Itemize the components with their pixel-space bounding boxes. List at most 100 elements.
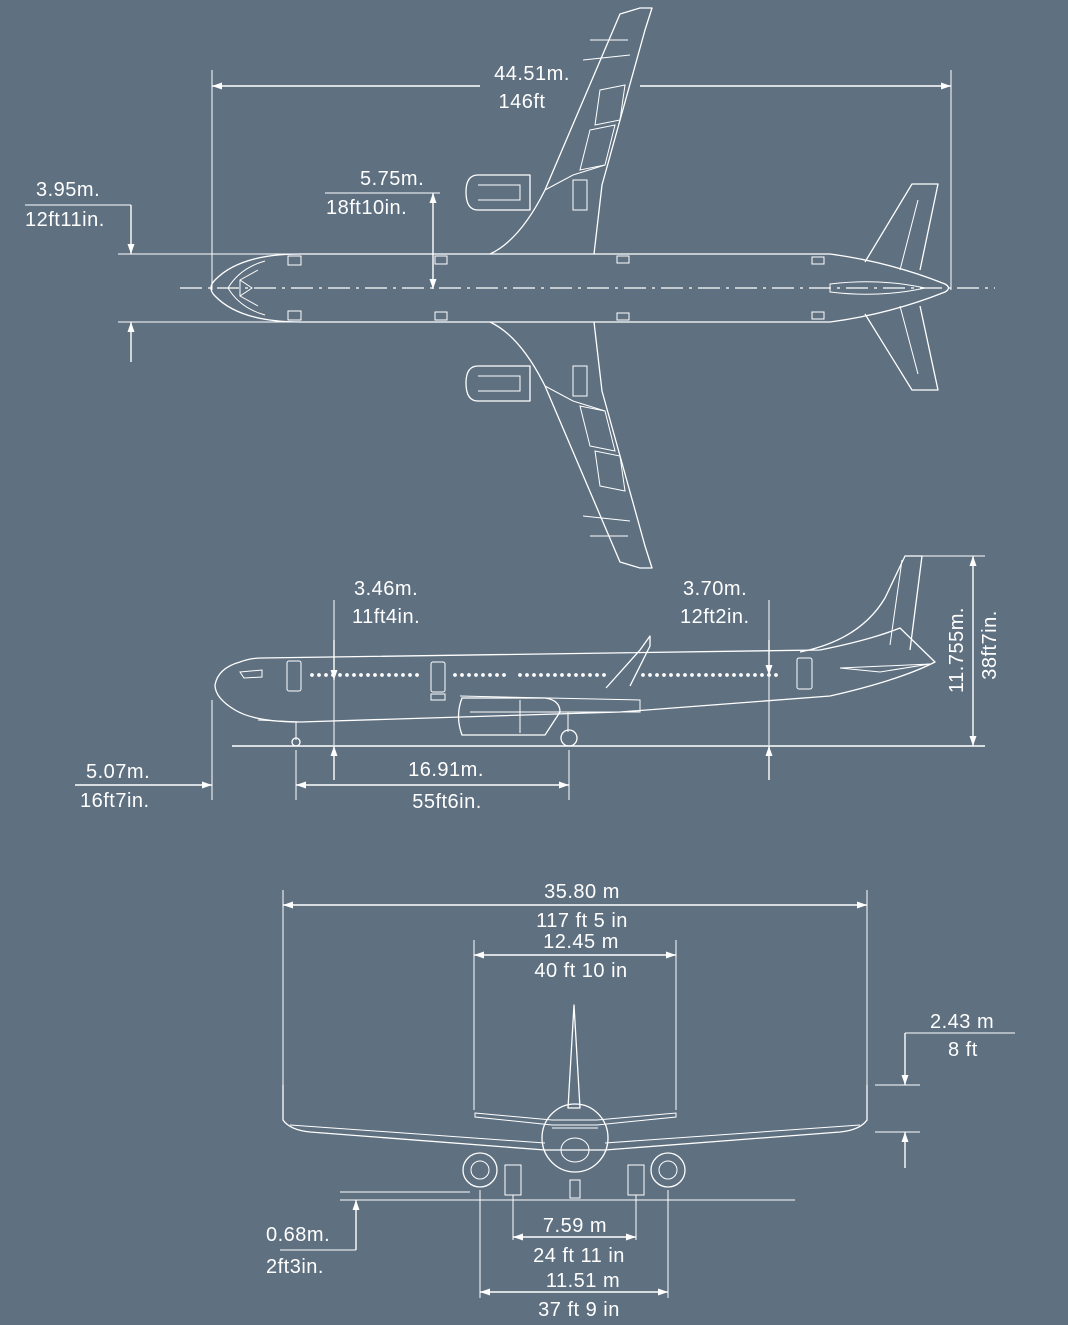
front-view-left-engine (462, 1152, 498, 1188)
cabin-window (718, 673, 722, 677)
cabin-window (488, 673, 492, 677)
cabin-window (338, 673, 342, 677)
cabin-window (595, 673, 599, 677)
engine-spacing-imperial: 37 ft 9 in (538, 1299, 620, 1321)
cabin-window (525, 673, 529, 677)
side-view-engine (457, 697, 561, 736)
cabin-window (380, 673, 384, 677)
cabin-window (602, 673, 606, 677)
tailplane-span-imperial: 40 ft 10 in (534, 960, 628, 982)
cabin-window (669, 673, 673, 677)
fuselage-width-metric: 3.95m. (36, 179, 101, 201)
length-metric: 44.51m. (494, 63, 570, 85)
cabin-window (581, 673, 585, 677)
cabin-window (725, 673, 729, 677)
cabin-window (366, 673, 370, 677)
engine-spacing-metric: 11.51 m (545, 1270, 621, 1292)
cabin-window (373, 673, 377, 677)
cabin-window (767, 673, 771, 677)
cabin-window (495, 673, 499, 677)
overall-height-imperial: 38ft7in. (979, 610, 1001, 680)
wheelbase-metric: 16.91m. (408, 759, 484, 781)
cabin-window (676, 673, 680, 677)
cabin-window (453, 673, 457, 677)
cabin-window (460, 673, 464, 677)
cabin-window (760, 673, 764, 677)
winglet-height-metric: 2.43 m (930, 1011, 995, 1033)
engine-clearance-imperial: 2ft3in. (266, 1256, 324, 1278)
cabin-window (655, 673, 659, 677)
cabin-window (359, 673, 363, 677)
cabin-window (324, 673, 328, 677)
cabin-window (546, 673, 550, 677)
nose-to-gear-metric: 5.07m. (86, 761, 151, 783)
wingspan-imperial: 117 ft 5 in (536, 910, 628, 932)
cabin-window (574, 673, 578, 677)
cabin-window (774, 673, 778, 677)
cabin-window (518, 673, 522, 677)
cabin-window (345, 673, 349, 677)
cabin-window (560, 673, 564, 677)
top-view-right-engine (465, 365, 531, 402)
fuselage-width-imperial: 12ft11in. (25, 209, 105, 231)
front-door-height-imperial: 11ft4in. (352, 606, 421, 628)
top-view-left-engine (465, 174, 531, 211)
cabin-window (331, 673, 335, 677)
cabin-window (739, 673, 743, 677)
nacelle-distance-metric: 5.75m. (360, 168, 425, 190)
wingspan-metric: 35.80 m (544, 881, 620, 903)
cabin-window (415, 673, 419, 677)
cabin-window (474, 673, 478, 677)
side-view-nose-gear (291, 737, 301, 747)
rear-door-height-imperial: 12ft2in. (680, 606, 750, 628)
cabin-window (408, 673, 412, 677)
cabin-window (704, 673, 708, 677)
winglet-height-imperial: 8 ft (948, 1039, 978, 1061)
cabin-window (588, 673, 592, 677)
cabin-window (746, 673, 750, 677)
front-door-height-metric: 3.46m. (354, 578, 419, 600)
rear-door-height-metric: 3.70m. (683, 578, 748, 600)
top-view-left-wing (489, 7, 653, 255)
front-view-tail-fin (567, 1004, 581, 1109)
cabin-window (732, 673, 736, 677)
side-view (75, 555, 985, 800)
cabin-window (387, 673, 391, 677)
cabin-window (394, 673, 398, 677)
side-view-tail-fin (799, 555, 923, 653)
cabin-window (662, 673, 666, 677)
tailplane-span-metric: 12.45 m (543, 931, 619, 953)
cabin-window (401, 673, 405, 677)
cabin-window (502, 673, 506, 677)
top-view-left-stabilizer (864, 183, 939, 271)
top-view (25, 7, 995, 569)
overall-height-metric: 11.755m. (946, 607, 968, 693)
cabin-window (753, 673, 757, 677)
top-view-fuselage (210, 253, 950, 323)
track-imperial: 24 ft 11 in (533, 1245, 625, 1267)
front-view-fuselage (541, 1103, 609, 1173)
front-view-wing (282, 1085, 868, 1151)
wheelbase-imperial: 55ft6in. (412, 791, 482, 813)
cabin-window (467, 673, 471, 677)
top-view-right-wing (489, 321, 653, 569)
nacelle-distance-imperial: 18ft10in. (326, 197, 408, 219)
cabin-window (641, 673, 645, 677)
cabin-window (553, 673, 557, 677)
nose-to-gear-imperial: 16ft7in. (80, 790, 150, 812)
cabin-window (648, 673, 652, 677)
cabin-window (567, 673, 571, 677)
engine-clearance-metric: 0.68m. (266, 1224, 331, 1246)
side-view-fuselage (214, 627, 936, 723)
side-view-main-gear (560, 729, 578, 747)
length-imperial: 146ft (498, 91, 546, 113)
cabin-window (310, 673, 314, 677)
cabin-window (352, 673, 356, 677)
cabin-window (539, 673, 543, 677)
front-view-right-engine (650, 1152, 686, 1188)
cabin-window (697, 673, 701, 677)
track-metric: 7.59 m (542, 1215, 608, 1237)
cabin-window (532, 673, 536, 677)
